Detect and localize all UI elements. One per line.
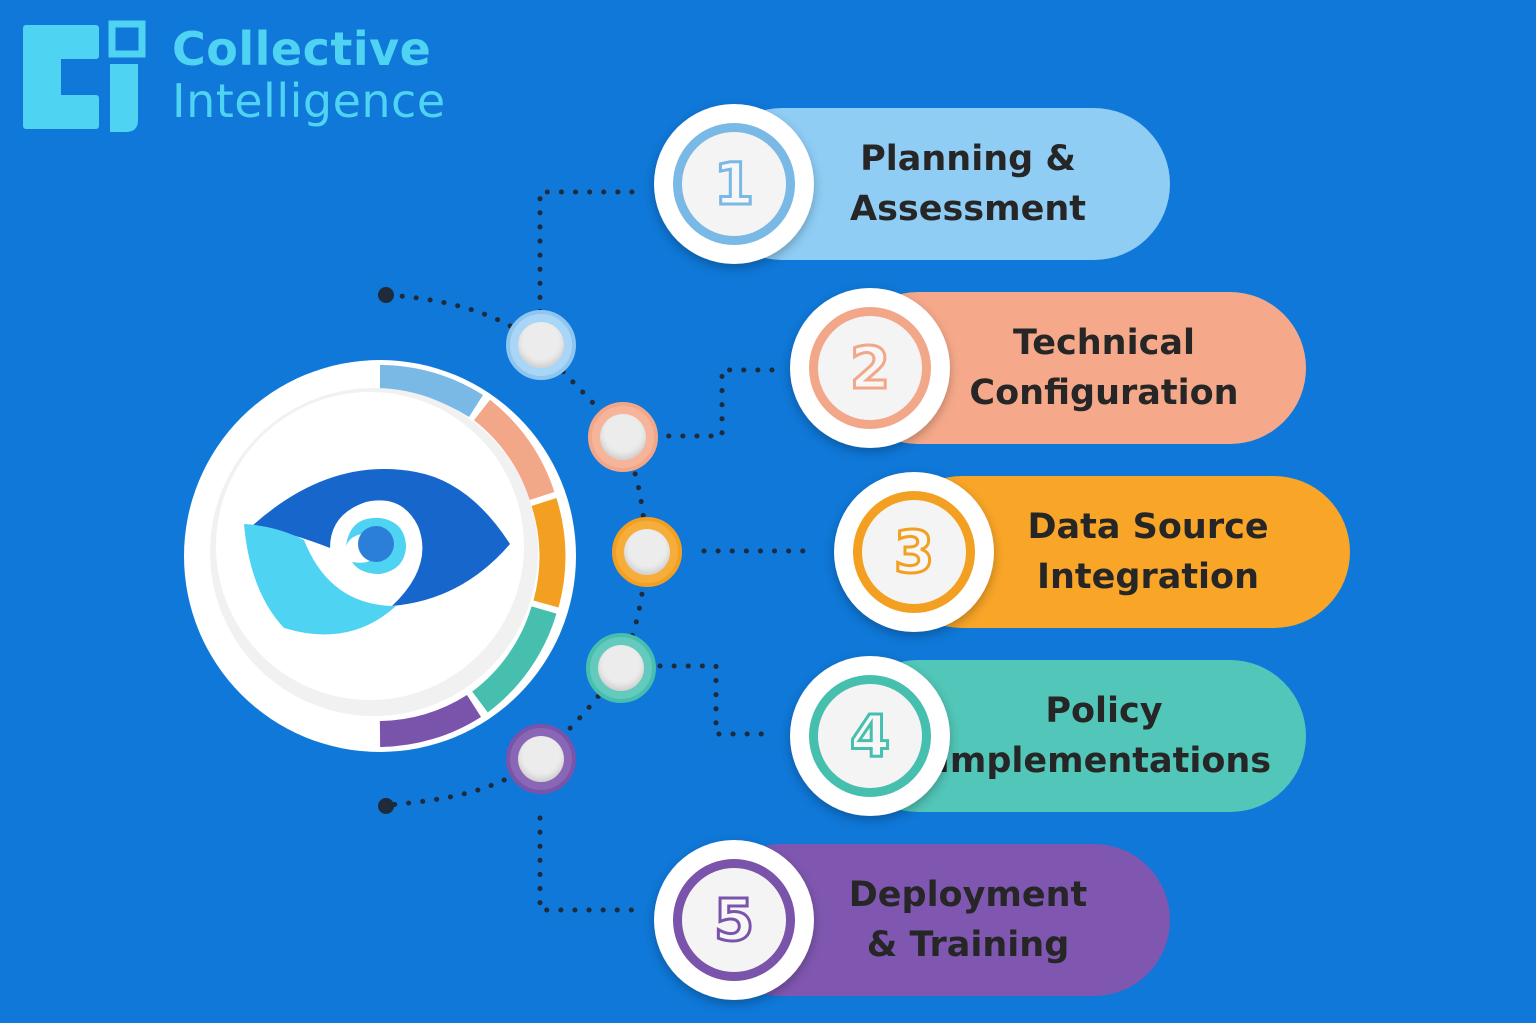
step-1-number: 1 — [712, 149, 755, 220]
node-2 — [588, 402, 658, 472]
step-5-label: Deployment & Training — [848, 875, 1088, 965]
brand-name-line1: Collective — [172, 22, 432, 76]
step-3-number-badge: 3 — [834, 472, 994, 632]
node-4 — [586, 633, 656, 703]
step-5-number-badge: 5 — [654, 840, 814, 1000]
connector-5 — [537, 815, 635, 913]
step-2-number-badge: 2 — [790, 288, 950, 448]
connector-arc-bottom — [385, 549, 649, 808]
eye-icon — [244, 469, 510, 635]
step-4-number: 4 — [848, 701, 891, 772]
connector-arc-top — [385, 292, 649, 551]
step-2-number: 2 — [848, 333, 891, 404]
brand-name-line2: Intelligence — [172, 74, 446, 128]
hub-arc-3 — [531, 498, 566, 608]
step-5-number: 5 — [712, 885, 755, 956]
hub-arc-5 — [379, 694, 481, 747]
node-1 — [506, 310, 576, 380]
step-1-label: Planning & Assessment — [849, 139, 1086, 229]
node-5 — [506, 724, 576, 794]
connector-endpoint-top — [378, 287, 394, 303]
connector-2 — [657, 367, 775, 439]
connector-1 — [537, 189, 635, 321]
step-1-number-badge: 1 — [654, 104, 814, 264]
step-3-number: 3 — [892, 517, 935, 588]
step-3-label: Data Source Integration — [1027, 507, 1269, 597]
step-4-number-badge: 4 — [790, 656, 950, 816]
center-hub — [184, 360, 576, 752]
connector-endpoint-bottom — [378, 798, 394, 814]
collective-intelligence-logo-icon — [23, 20, 146, 132]
node-3 — [612, 517, 682, 587]
step-2-label: Technical Configuration — [969, 323, 1239, 413]
step-4-label: Policy Implementations — [936, 691, 1272, 781]
hub-arc-4 — [471, 606, 557, 713]
hub-arc-1 — [379, 364, 483, 418]
connector-4 — [657, 663, 775, 737]
hub-arc-2 — [473, 399, 555, 501]
